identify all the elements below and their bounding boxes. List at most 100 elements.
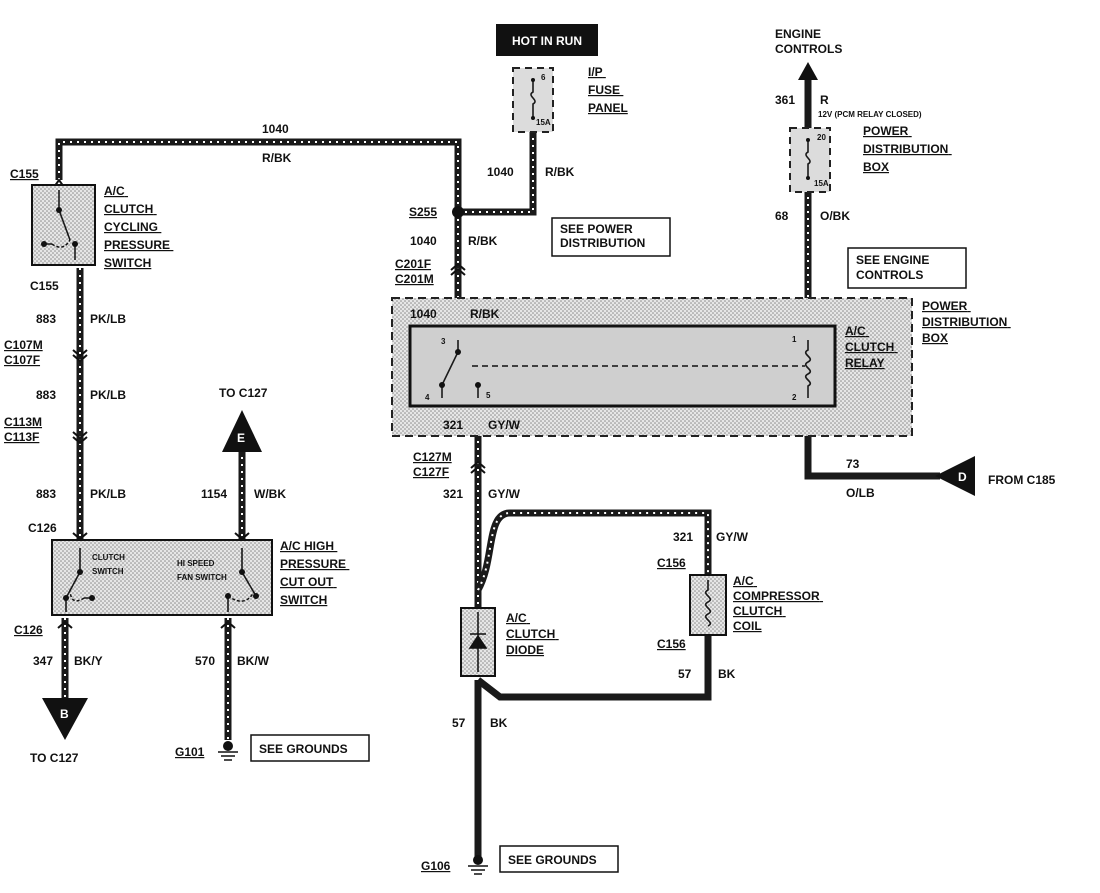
to-c127-bottom-label: TO C127: [30, 751, 79, 765]
circuit-883-b: 883: [36, 388, 56, 402]
color-rbk-mid: R/BK: [468, 234, 498, 248]
hot-in-run-badge: [496, 24, 598, 56]
connector-c156-bottom: C156: [657, 637, 686, 651]
terminal-e-triangle: [222, 410, 262, 452]
terminal-e-label: E: [237, 431, 245, 445]
engine-controls-top-label: ENGINE CONTROLS: [775, 27, 842, 56]
see-power-distribution-label: SEE POWER DISTRIBUTION: [560, 222, 645, 250]
hot-in-run-label: HOT IN RUN: [512, 34, 582, 48]
circuit-321-pdb: 321: [443, 418, 463, 432]
relay-pin-3: 3: [441, 337, 446, 346]
see-engine-controls-box: [847, 247, 967, 289]
terminal-b-label: B: [60, 707, 69, 721]
color-pklb-a: PK/LB: [90, 312, 126, 326]
see-power-distribution-box: [551, 217, 671, 257]
relay-coil: [804, 340, 812, 398]
connector-c127m: C127M: [413, 450, 452, 464]
compressor-coil-symbol: [704, 580, 712, 627]
color-bkw: BK/W: [237, 654, 270, 668]
color-gyw-lower: GY/W: [488, 487, 521, 501]
circuit-1040-top: 1040: [262, 122, 289, 136]
connector-c126-bottom: C126: [14, 623, 43, 637]
circuit-321-comp: 321: [673, 530, 693, 544]
relay-pin-4: 4: [425, 393, 430, 402]
color-gyw-comp: GY/W: [716, 530, 749, 544]
fuse-ip-amp: 15A: [536, 118, 551, 127]
relay-pin-1: 1: [792, 335, 797, 344]
ip-fuse-box: [512, 67, 554, 133]
color-wbk: W/BK: [254, 487, 286, 501]
engine-controls-arrow: [798, 62, 818, 80]
pcm-relay-note: 12V (PCM RELAY CLOSED): [818, 110, 922, 119]
connector-c127f: C127F: [413, 465, 449, 479]
connector-c113m: C113M: [4, 415, 42, 429]
circuit-57-ground: 57: [452, 716, 466, 730]
see-grounds-label-g101: SEE GROUNDS: [259, 742, 348, 756]
connector-c201f: C201F: [395, 257, 431, 271]
from-c185-label: FROM C185: [988, 473, 1056, 487]
clutch-switch-label: CLUTCH SWITCH: [92, 553, 127, 576]
connector-c107m: C107M: [4, 338, 43, 352]
wires: [55, 78, 940, 858]
hi-speed-fan-label: HI SPEED FAN SWITCH: [177, 559, 227, 582]
circuit-57-comp: 57: [678, 667, 692, 681]
circuit-321-lower: 321: [443, 487, 463, 501]
color-bk-comp: BK: [718, 667, 736, 681]
circuit-1040-mid: 1040: [410, 234, 437, 248]
terminal-d-triangle: [935, 456, 975, 496]
ac-cycling-pressure-switch: [31, 184, 96, 266]
terminal-b-triangle: [42, 698, 88, 740]
ground-g101-label: G101: [175, 745, 205, 759]
connector-c155-bottom: C155: [30, 279, 59, 293]
ground-g106-label: G106: [421, 859, 451, 873]
ac-high-pressure-switch: [51, 539, 273, 616]
see-engine-controls-label: SEE ENGINE CONTROLS: [856, 253, 933, 282]
circuit-883-a: 883: [36, 312, 56, 326]
to-c127-top-label: TO C127: [219, 386, 268, 400]
connector-c126-top: C126: [28, 521, 57, 535]
ip-fuse-panel-label: I/P FUSE PANEL: [588, 65, 628, 115]
relay-pin-5: 5: [486, 391, 491, 400]
connector-s255: S255: [409, 205, 437, 219]
see-grounds-label-g106: SEE GROUNDS: [508, 853, 597, 867]
connector-c113f: C113F: [4, 430, 39, 444]
circuit-68: 68: [775, 209, 789, 223]
fuse-pdb-number: 20: [817, 133, 826, 142]
connector-c107f: C107F: [4, 353, 40, 367]
ac-clutch-relay-label: A/C CLUTCH RELAY: [845, 324, 898, 370]
color-rbk-fuse: R/BK: [545, 165, 575, 179]
color-bk-ground: BK: [490, 716, 508, 730]
color-pklb-c: PK/LB: [90, 487, 126, 501]
see-grounds-box-g101: [250, 734, 370, 762]
color-pklb-b: PK/LB: [90, 388, 126, 402]
circuit-347: 347: [33, 654, 53, 668]
pdb-main-label: POWER DISTRIBUTION BOX: [922, 299, 1011, 345]
circuit-1154: 1154: [201, 487, 227, 501]
fuse-ip-symbol: [530, 80, 536, 118]
ac-clutch-diode-label: A/C CLUTCH DIODE: [506, 611, 559, 657]
color-obk: O/BK: [820, 209, 850, 223]
color-r: R: [820, 93, 829, 107]
relay-pin-2: 2: [792, 393, 797, 402]
ac-compressor-label: A/C COMPRESSOR CLUTCH COIL: [733, 574, 823, 633]
ac-high-pressure-label: A/C HIGH PRESSURE CUT OUT SWITCH: [280, 539, 349, 607]
color-rbk-top: R/BK: [262, 151, 292, 165]
splice-s255: [452, 206, 464, 218]
circuit-73: 73: [846, 457, 860, 471]
circuit-361: 361: [775, 93, 795, 107]
circuit-883-c: 883: [36, 487, 56, 501]
circuit-1040-fuse: 1040: [487, 165, 514, 179]
terminal-d-label: D: [958, 470, 967, 484]
ground-g101-symbol: [218, 741, 238, 761]
circuit-1040-pdb: 1040: [410, 307, 437, 321]
connector-c201m: C201M: [395, 272, 434, 286]
connector-c156-top: C156: [657, 556, 686, 570]
pdb-top-label: POWER DISTRIBUTION BOX: [863, 124, 952, 174]
fuse-ip-number: 6: [541, 73, 546, 82]
fuse-pdb-amp: 15A: [814, 179, 829, 188]
fuse-pdb-symbol: [805, 140, 811, 178]
color-rbk-pdb: R/BK: [470, 307, 500, 321]
circuit-570: 570: [195, 654, 215, 668]
diode-symbol: [468, 612, 488, 672]
